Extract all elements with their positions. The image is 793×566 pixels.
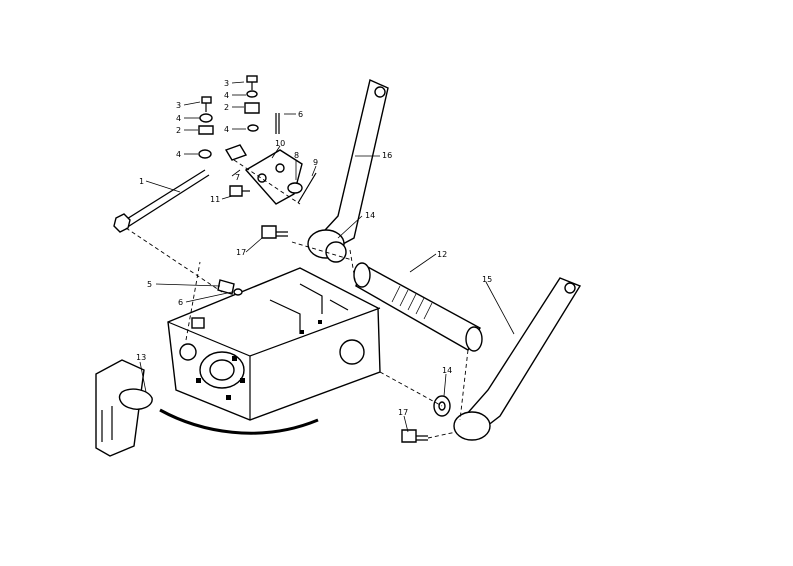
side-cover — [95, 359, 153, 457]
lever-16 — [307, 79, 389, 263]
pivot-rod — [113, 169, 210, 233]
callout-9: 9 — [313, 158, 318, 167]
callout-labels: 1 3 4 2 4 3 4 2 4 6 10 7 11 8 9 16 17 14… — [136, 79, 492, 417]
callout-2-upper: 2 — [224, 103, 229, 112]
splined-shaft — [353, 262, 483, 352]
bolt-11 — [229, 185, 250, 197]
callout-16: 16 — [382, 151, 392, 160]
callout-17-upper: 17 — [236, 248, 246, 257]
callout-14-upper: 14 — [365, 211, 375, 220]
callout-7: 7 — [235, 173, 240, 182]
assembly-guidelines — [125, 159, 469, 439]
callout-2-left: 2 — [176, 126, 181, 135]
callout-10: 10 — [275, 139, 285, 148]
callout-1: 1 — [139, 177, 144, 186]
callout-13: 13 — [136, 353, 146, 362]
callout-4-mid-right: 4 — [224, 125, 229, 134]
lever-15 — [453, 277, 582, 441]
callout-17-lower: 17 — [398, 408, 408, 417]
callout-12: 12 — [437, 250, 447, 259]
washer-8 — [287, 182, 303, 194]
bolt-17-lower — [401, 429, 428, 443]
callout-3-left: 3 — [176, 101, 181, 110]
bracket-assembly — [224, 144, 303, 205]
callout-8: 8 — [294, 151, 299, 160]
callout-14-lower: 14 — [442, 366, 452, 375]
callout-5: 5 — [147, 280, 152, 289]
bolt-17-upper — [261, 225, 288, 239]
clip-5-6 — [217, 279, 243, 296]
bolt-stack-left — [198, 96, 214, 159]
callout-4-upper: 4 — [224, 91, 229, 100]
bolt-stack-right — [244, 75, 260, 132]
callout-11: 11 — [210, 195, 220, 204]
callout-6-lower: 6 — [178, 298, 183, 307]
cable — [159, 408, 319, 435]
callout-6-upper: 6 — [298, 110, 303, 119]
callout-15: 15 — [482, 275, 492, 284]
callout-4-lower-left: 4 — [176, 150, 181, 159]
callout-4-left: 4 — [176, 114, 181, 123]
callout-3-upper: 3 — [224, 79, 229, 88]
leader-lines — [139, 81, 515, 433]
cotter-pin-top — [275, 113, 280, 134]
pin-9 — [297, 172, 317, 204]
housing-block — [167, 267, 381, 421]
